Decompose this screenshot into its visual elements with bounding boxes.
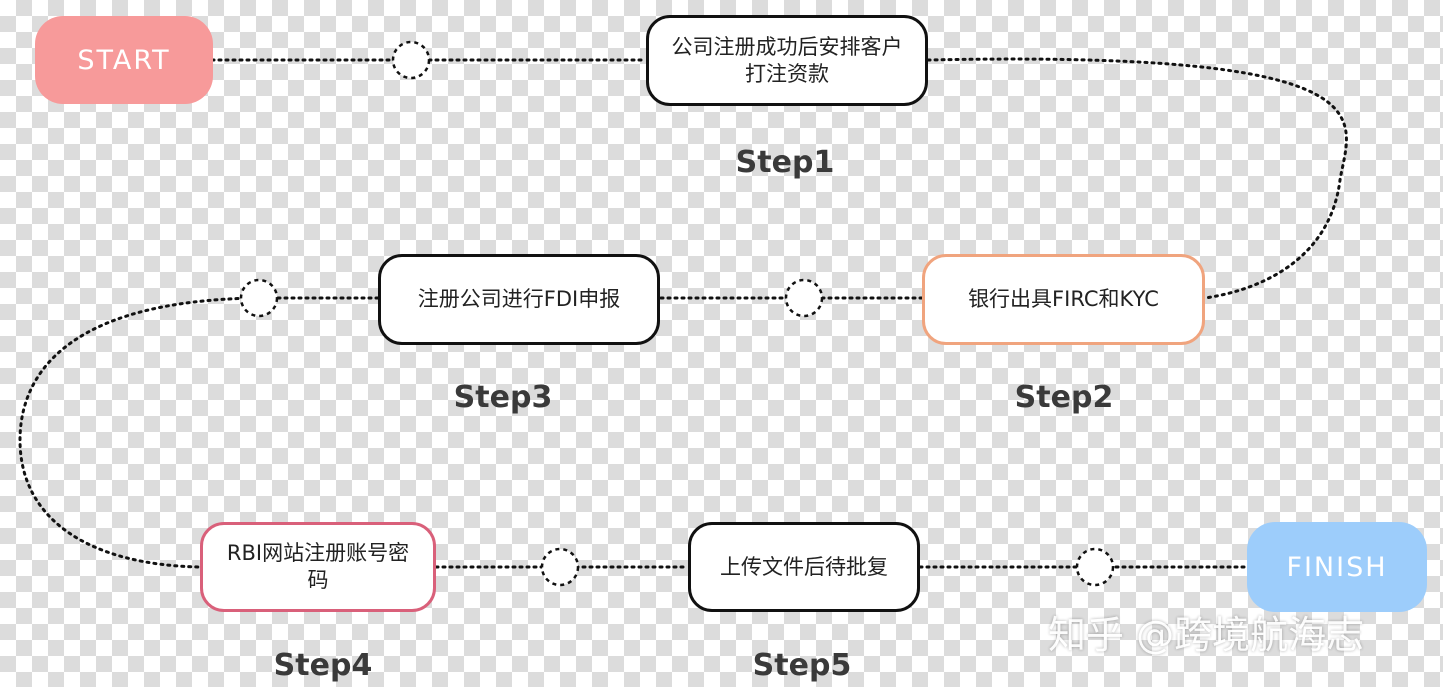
step1-node: 公司注册成功后安排客户打注资款: [646, 15, 928, 106]
step3-label: Step3: [453, 380, 553, 415]
step2-node: 银行出具FIRC和KYC: [922, 254, 1205, 345]
connector-dot: [391, 40, 431, 80]
connector-dot: [540, 547, 580, 587]
connector-dot: [239, 278, 279, 318]
step4-label: Step4: [273, 648, 373, 683]
step3-node: 注册公司进行FDI申报: [378, 254, 660, 345]
step5-node: 上传文件后待批复: [688, 522, 920, 612]
connector-dot: [784, 278, 824, 318]
finish-node: FINISH: [1247, 522, 1427, 612]
start-node: START: [35, 16, 213, 104]
connector-step3-step4: [18, 296, 380, 569]
connector-dot: [1075, 547, 1115, 587]
step2-label: Step2: [1014, 380, 1114, 415]
connector-step1-step2: [926, 57, 1348, 300]
step1-label: Step1: [735, 145, 835, 180]
step4-node: RBI网站注册账号密码: [200, 522, 436, 612]
watermark: 知乎 @跨境航海志: [1048, 613, 1365, 657]
step5-label: Step5: [752, 648, 852, 683]
